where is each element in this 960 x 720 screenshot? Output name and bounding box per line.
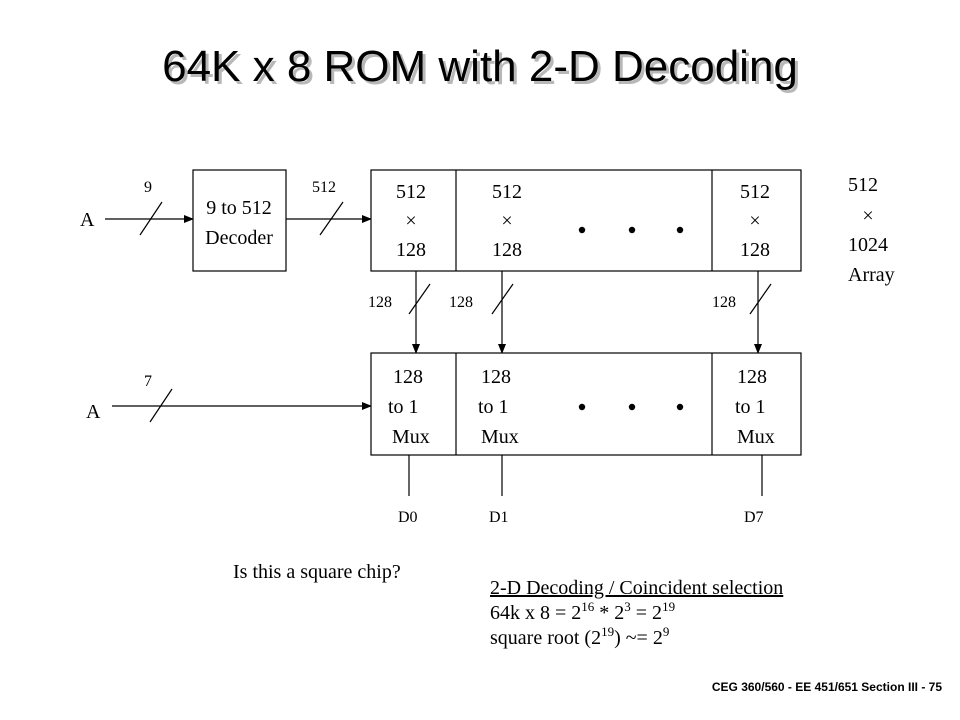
decoding-notes: 2-D Decoding / Coincident selection 64k … bbox=[490, 576, 783, 651]
mux-outline bbox=[370, 352, 802, 456]
mux-line2: to 1 bbox=[735, 396, 766, 418]
eq1-part-c: = 2 bbox=[630, 602, 663, 624]
ellipsis-dot bbox=[676, 226, 684, 234]
array-total-word: Array bbox=[848, 264, 895, 286]
mux-ellipsis bbox=[578, 403, 684, 411]
square-chip-question: Is this a square chip? bbox=[233, 561, 401, 583]
array-block-1: 512 × 128 bbox=[492, 181, 522, 261]
array-times: × bbox=[749, 210, 760, 232]
mux-line1: 128 bbox=[481, 366, 511, 388]
ellipsis-dot bbox=[676, 403, 684, 411]
decoder-bus-width: 512 bbox=[312, 179, 336, 196]
eq1-exp-3: 19 bbox=[662, 599, 676, 614]
slide-title: 64K x 8 ROM with 2-D Decoding bbox=[162, 42, 798, 91]
array-total-times: × bbox=[862, 205, 873, 227]
column-bus-slash-2 bbox=[749, 283, 772, 315]
column-bus-slash-1 bbox=[491, 283, 514, 315]
eq2-exp-2: 9 bbox=[662, 624, 670, 639]
mux-block-2: 128 to 1 Mux bbox=[735, 366, 775, 448]
mux-line3: Mux bbox=[737, 426, 775, 448]
array-rows: 512 bbox=[492, 181, 522, 203]
notes-heading: 2-D Decoding / Coincident selection bbox=[490, 577, 784, 599]
array-cols: 128 bbox=[740, 239, 770, 261]
row-bus-slash bbox=[139, 201, 163, 236]
array-ellipsis bbox=[578, 226, 684, 234]
ellipsis-dot bbox=[628, 403, 636, 411]
eq2-part-b: ) ~= 2 bbox=[614, 627, 663, 649]
output-label-2: D7 bbox=[744, 509, 764, 526]
mux-line3: Mux bbox=[481, 426, 519, 448]
column-bus-label-1: 128 bbox=[449, 294, 473, 311]
mux-line1: 128 bbox=[737, 366, 767, 388]
eq2-part-a: square root (2 bbox=[490, 627, 602, 649]
column-bus-label-2: 128 bbox=[712, 294, 736, 311]
mux-block-0: 128 to 1 Mux bbox=[388, 366, 430, 448]
output-label-0: D0 bbox=[398, 509, 418, 526]
eq1-exp-2: 3 bbox=[624, 599, 631, 614]
mux-line3: Mux bbox=[392, 426, 430, 448]
notes-equation-1: 64k x 8 = 216 * 23 = 219 bbox=[490, 599, 783, 626]
slide-footer: CEG 360/560 - EE 451/651 Section III - 7… bbox=[711, 680, 942, 694]
ellipsis-dot bbox=[628, 226, 636, 234]
array-times: × bbox=[501, 210, 512, 232]
eq1-part-a: 64k x 8 = 2 bbox=[490, 602, 582, 624]
decoder-label-line1: 9 to 512 bbox=[206, 197, 272, 219]
mux-block-1: 128 to 1 Mux bbox=[478, 366, 519, 448]
column-address-slash bbox=[149, 388, 173, 423]
ellipsis-dot bbox=[578, 403, 586, 411]
mux-line2: to 1 bbox=[388, 396, 419, 418]
array-cols: 128 bbox=[492, 239, 522, 261]
array-outline bbox=[370, 169, 802, 272]
column-bus-slash-0 bbox=[408, 283, 431, 315]
ellipsis-dot bbox=[578, 226, 586, 234]
array-total-rows: 512 bbox=[848, 174, 878, 196]
mux-line2: to 1 bbox=[478, 396, 509, 418]
decoder-label-line2: Decoder bbox=[205, 227, 273, 249]
array-times: × bbox=[405, 210, 416, 232]
decoder-box bbox=[192, 169, 287, 272]
column-bus-label-0: 128 bbox=[368, 294, 392, 311]
row-bus-width: 9 bbox=[144, 179, 152, 196]
array-total-cols: 1024 bbox=[848, 234, 888, 256]
output-label-1: D1 bbox=[489, 509, 509, 526]
notes-equation-2: square root (219) ~= 29 bbox=[490, 624, 783, 651]
array-block-2: 512 × 128 bbox=[740, 181, 770, 261]
array-rows: 512 bbox=[740, 181, 770, 203]
decoder-bus-slash bbox=[319, 201, 344, 236]
array-rows: 512 bbox=[396, 181, 426, 203]
column-address-label: A bbox=[86, 401, 101, 423]
mux-line1: 128 bbox=[393, 366, 423, 388]
column-address-width: 7 bbox=[144, 373, 152, 390]
eq2-exp-1: 19 bbox=[601, 624, 615, 639]
row-address-label: A bbox=[80, 209, 95, 231]
eq1-exp-1: 16 bbox=[581, 599, 595, 614]
array-total-label: 512 × 1024 Array bbox=[848, 174, 895, 286]
eq1-part-b: * 2 bbox=[594, 602, 625, 624]
array-cols: 128 bbox=[396, 239, 426, 261]
array-block-0: 512 × 128 bbox=[396, 181, 426, 261]
